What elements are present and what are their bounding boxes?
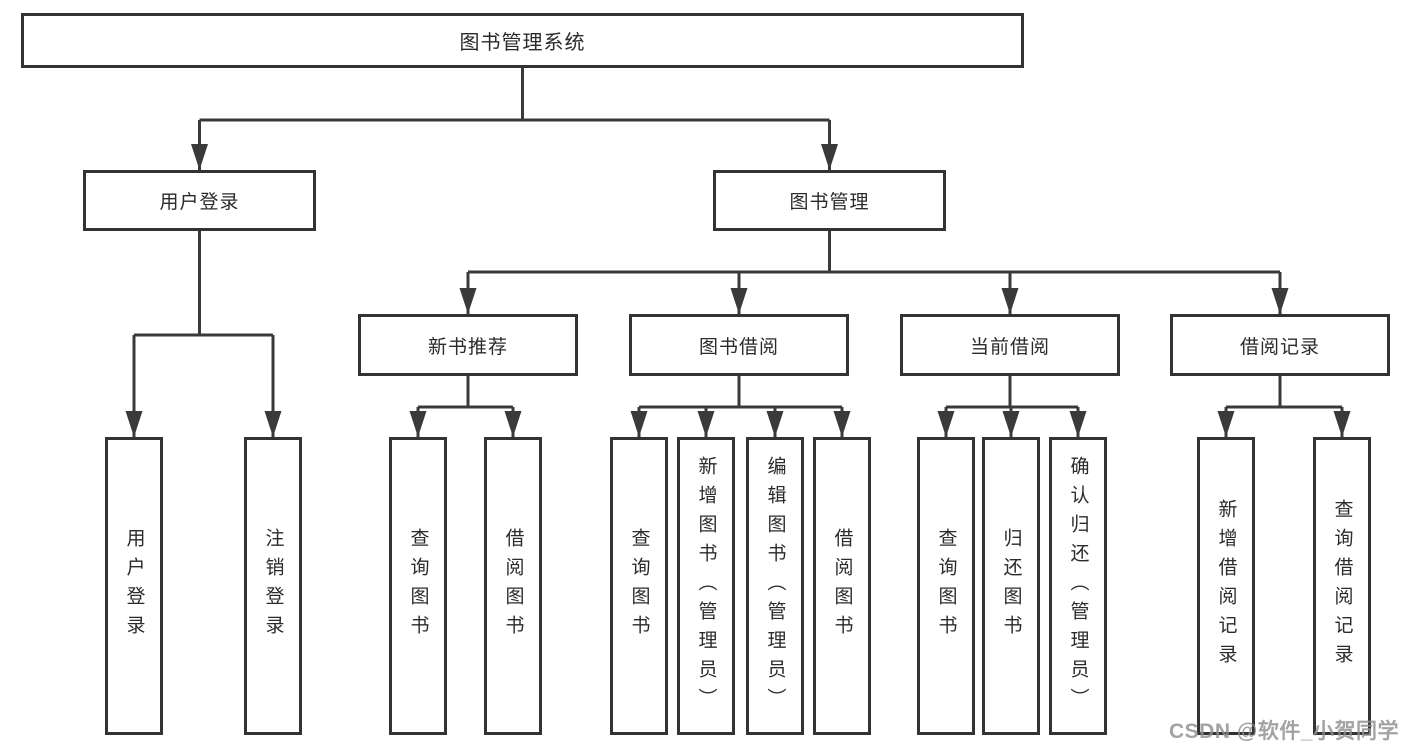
node-borrowing-records: 借阅记录 (1170, 314, 1390, 376)
leaf-login-logout: 注销登录 (244, 437, 302, 735)
leaf-borrow-add-books-admin-label: 新增图书（管理员） (695, 455, 717, 717)
leaf-borrow-query-books: 查询图书 (610, 437, 668, 735)
leaf-login-user-login-label: 用户登录 (123, 528, 145, 644)
watermark: CSDN @软件_小贺同学 (1169, 720, 1399, 743)
node-current-borrowing-label: 当前借阅 (969, 336, 1050, 358)
leaf-current-confirm-return-admin-label: 确认归还（管理员） (1067, 455, 1089, 717)
node-book-borrowing: 图书借阅 (629, 314, 849, 376)
connector-rails (134, 68, 1342, 409)
leaf-records-query-borrow-record: 查询借阅记录 (1313, 437, 1371, 735)
leaf-borrow-borrow-books-label: 借阅图书 (831, 528, 853, 644)
arrow-drops (125, 120, 1351, 437)
leaf-records-add-borrow-record: 新增借阅记录 (1197, 437, 1255, 735)
leaf-borrow-edit-books-admin-label: 编辑图书（管理员） (764, 455, 786, 717)
leaf-recommend-borrow-books-label: 借阅图书 (502, 528, 524, 644)
leaf-recommend-query-books-label: 查询图书 (407, 528, 429, 644)
leaf-borrow-add-books-admin: 新增图书（管理员） (677, 437, 735, 735)
node-current-borrowing: 当前借阅 (900, 314, 1120, 376)
leaf-login-logout-label: 注销登录 (262, 528, 284, 644)
node-borrowing-records-label: 借阅记录 (1239, 336, 1320, 358)
node-new-book-recommend: 新书推荐 (358, 314, 578, 376)
node-root-label: 图书管理系统 (459, 32, 586, 54)
node-book-borrowing-label: 图书借阅 (698, 336, 779, 358)
leaf-records-add-borrow-record-label: 新增借阅记录 (1215, 499, 1237, 673)
leaf-login-user-login: 用户登录 (105, 437, 163, 735)
leaf-current-query-books-label: 查询图书 (935, 528, 957, 644)
leaf-borrow-borrow-books: 借阅图书 (813, 437, 871, 735)
leaf-recommend-borrow-books: 借阅图书 (484, 437, 542, 735)
leaf-recommend-query-books: 查询图书 (389, 437, 447, 735)
leaf-current-query-books: 查询图书 (917, 437, 975, 735)
leaf-borrow-query-books-label: 查询图书 (628, 528, 650, 644)
node-root: 图书管理系统 (21, 13, 1024, 68)
leaf-records-query-borrow-record-label: 查询借阅记录 (1331, 499, 1353, 673)
node-user-login: 用户登录 (83, 170, 316, 231)
node-new-book-recommend-label: 新书推荐 (427, 336, 508, 358)
leaf-current-return-books: 归还图书 (982, 437, 1040, 735)
node-book-management: 图书管理 (713, 170, 946, 231)
node-book-management-label: 图书管理 (789, 192, 870, 213)
leaf-current-return-books-label: 归还图书 (1000, 528, 1022, 644)
leaf-borrow-edit-books-admin: 编辑图书（管理员） (746, 437, 804, 735)
leaf-current-confirm-return-admin: 确认归还（管理员） (1049, 437, 1107, 735)
node-user-login-label: 用户登录 (159, 192, 240, 213)
